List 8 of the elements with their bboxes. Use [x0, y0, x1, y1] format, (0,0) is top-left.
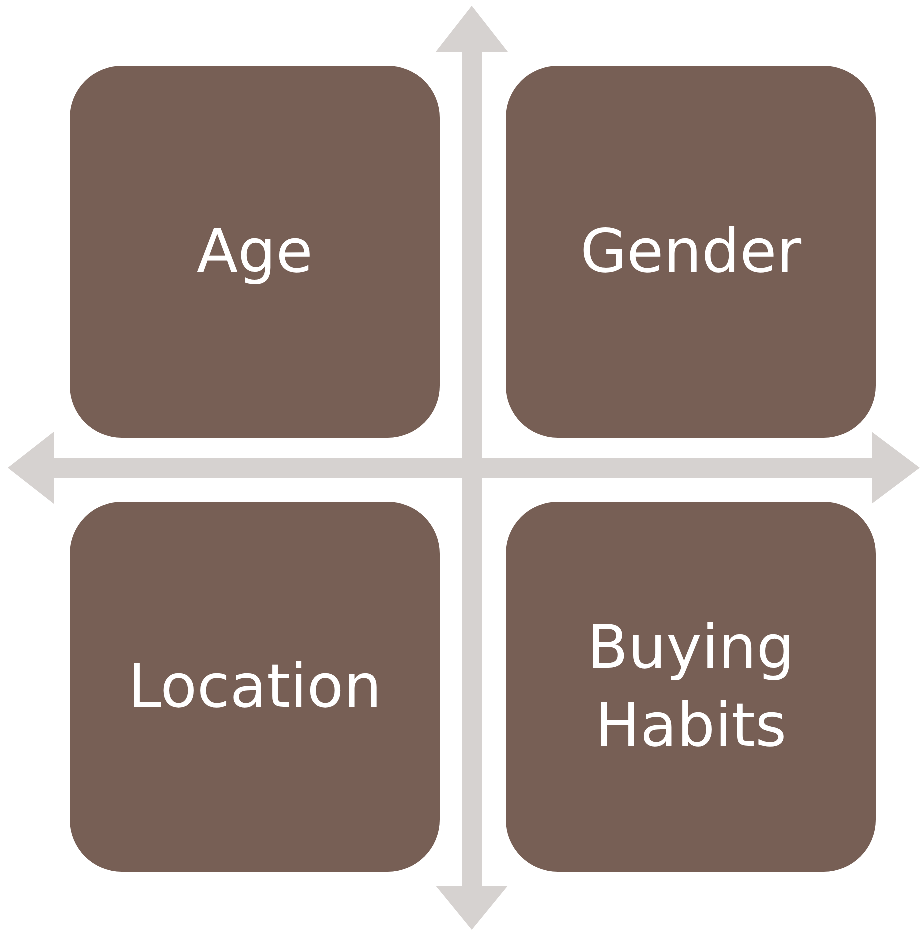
box-label: Age [196, 216, 314, 289]
rounded-box [506, 66, 876, 438]
box-label: Gender [579, 216, 803, 289]
box-label: Buying Habits [586, 612, 796, 763]
rounded-box [70, 66, 440, 438]
rounded-box [506, 502, 876, 872]
box-label: Location [127, 651, 383, 724]
rounded-box [70, 502, 440, 872]
